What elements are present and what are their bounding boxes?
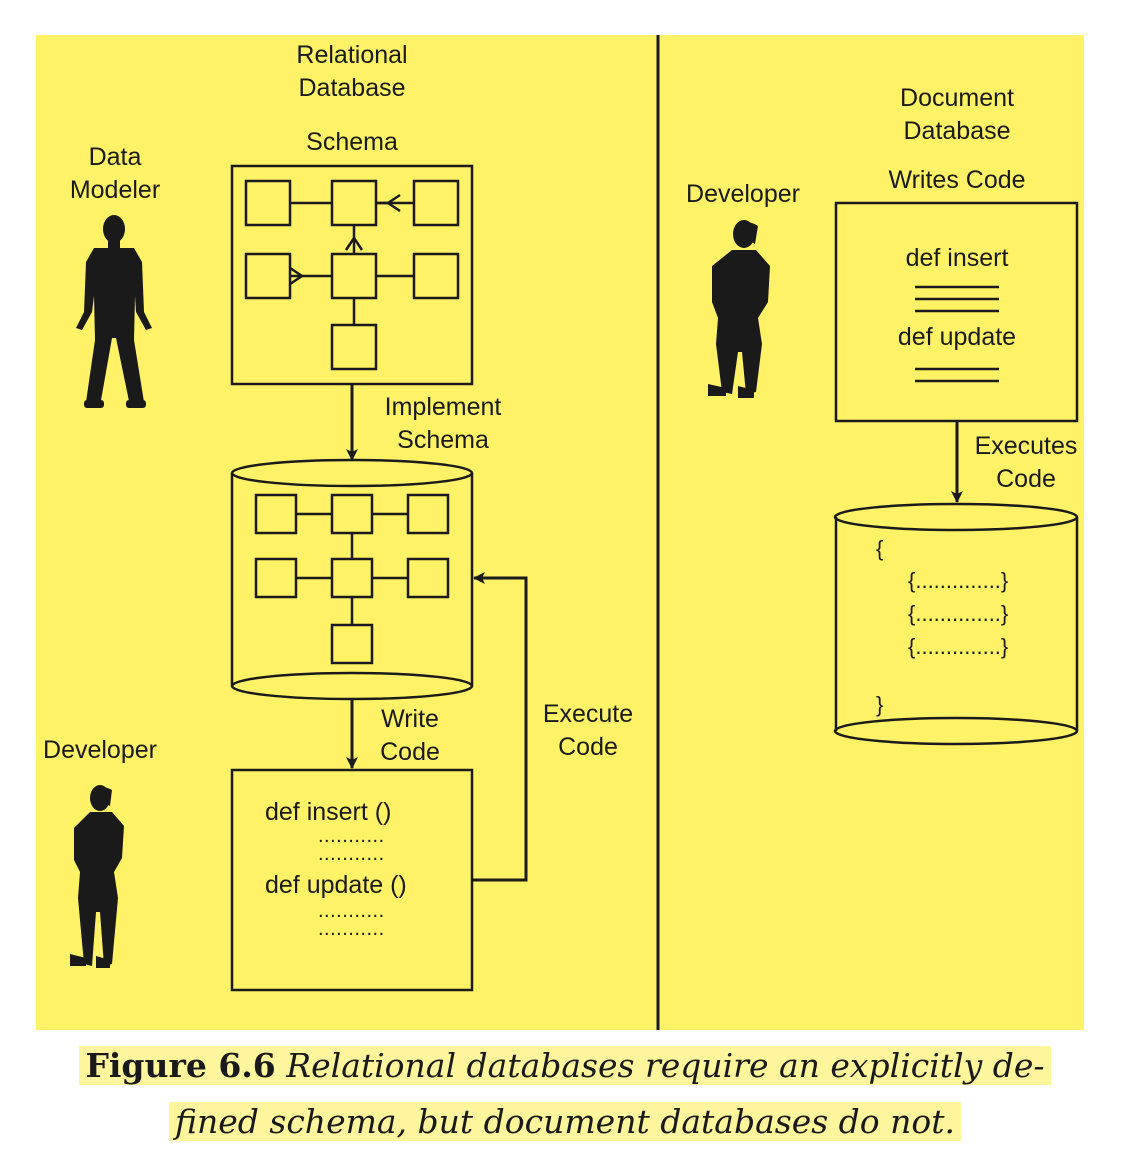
doc-item-3: {..............} [908, 634, 1008, 659]
document-db-cylinder [833, 502, 1079, 746]
doc-item-2: {..............} [908, 601, 1008, 626]
figure-caption: Figure 6.6 Relational databases require … [0, 1038, 1130, 1150]
right-code-lines-2 [915, 367, 999, 383]
left-code-box [230, 768, 474, 992]
right-code-update: def update [898, 323, 1016, 351]
background-panel [36, 35, 1084, 1030]
data-modeler-label-1: Data [89, 143, 142, 171]
caption-figure-number: Figure 6.6 [85, 1046, 276, 1085]
execute-label-2: Code [558, 733, 618, 761]
left-dots-4: ........... [318, 918, 385, 940]
write-label-2: Code [380, 738, 440, 766]
schema-box [230, 164, 474, 386]
doc-brace-close: } [876, 692, 883, 717]
schema-label: Schema [306, 128, 398, 156]
right-developer-label: Developer [686, 180, 800, 208]
right-code-lines-1 [915, 285, 999, 313]
right-code-insert: def insert [906, 244, 1009, 272]
document-title-1: Document [900, 84, 1014, 112]
left-dots-1: ........... [318, 825, 385, 847]
writes-code-label: Writes Code [888, 166, 1025, 194]
caption-line-1: Figure 6.6 Relational databases require … [79, 1046, 1051, 1085]
relational-title-2: Database [298, 74, 405, 102]
document-title-2: Database [903, 117, 1010, 145]
diagram: Relational Database Schema Data Modeler … [36, 35, 1084, 1030]
data-modeler-icon [76, 215, 152, 408]
caption-text-2: fined schema, but document databases do … [174, 1102, 955, 1141]
relational-title-1: Relational [296, 41, 407, 69]
write-label-1: Write [381, 705, 439, 733]
left-dots-2: ........... [318, 843, 385, 865]
left-developer-icon [70, 785, 124, 968]
relational-db-cylinder [230, 458, 474, 701]
doc-brace-open: { [876, 536, 883, 561]
doc-item-1: {..............} [908, 568, 1008, 593]
implement-label-1: Implement [385, 393, 502, 421]
implement-label-2: Schema [397, 426, 489, 454]
executes-label-2: Code [996, 465, 1056, 493]
left-dots-3: ........... [318, 900, 385, 922]
execute-code-arrow [472, 572, 528, 882]
executes-label-1: Executes [975, 432, 1078, 460]
left-code-insert: def insert () [265, 798, 391, 826]
caption-line-2: fined schema, but document databases do … [168, 1102, 961, 1141]
data-modeler-label-2: Modeler [70, 176, 160, 204]
execute-label-1: Execute [543, 700, 633, 728]
left-code-update: def update () [265, 871, 407, 899]
caption-text-1: Relational databases require an explicit… [286, 1046, 1045, 1085]
right-developer-icon [708, 220, 770, 398]
left-developer-label: Developer [43, 736, 157, 764]
